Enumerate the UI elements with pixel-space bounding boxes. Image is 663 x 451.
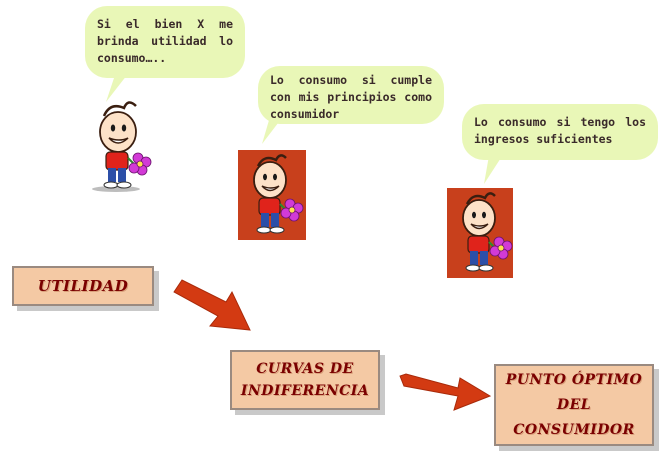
card-punto-line2: DEL bbox=[556, 396, 592, 413]
kid-with-flower-icon bbox=[92, 101, 152, 192]
arrow-right-icon bbox=[399, 373, 492, 411]
speech-bubble-3-text: Lo consumo si tengo los ingresos suficie… bbox=[474, 115, 646, 146]
kid-with-flower-icon bbox=[238, 150, 306, 240]
card-utilidad-label: UTILIDAD bbox=[37, 277, 129, 295]
speech-bubble-3: Lo consumo si tengo los ingresos suficie… bbox=[462, 104, 658, 160]
card-curvas-line2: INDIFERENCIA bbox=[240, 383, 370, 399]
card-curvas-de-indiferencia: CURVAS DE INDIFERENCIA bbox=[230, 350, 380, 410]
card-punto-line3: CONSUMIDOR bbox=[513, 421, 635, 438]
speech-bubble-1: Si el bien X me brinda utilidad lo consu… bbox=[85, 6, 245, 78]
card-curvas-line1: CURVAS DE bbox=[256, 361, 354, 377]
speech-bubble-2: Lo consumo si cumple con mis principios … bbox=[258, 66, 444, 124]
card-punto-optimo-del-consumidor: PUNTO ÓPTIMO DEL CONSUMIDOR bbox=[494, 364, 654, 446]
card-utilidad: UTILIDAD bbox=[12, 266, 154, 306]
kid-with-flower-icon bbox=[447, 188, 513, 278]
speech-bubble-2-text: Lo consumo si cumple con mis principios … bbox=[270, 73, 432, 121]
card-punto-line1: PUNTO ÓPTIMO bbox=[505, 371, 643, 388]
speech-bubble-1-text: Si el bien X me brinda utilidad lo consu… bbox=[97, 17, 233, 65]
arrow-right-icon bbox=[173, 279, 251, 331]
